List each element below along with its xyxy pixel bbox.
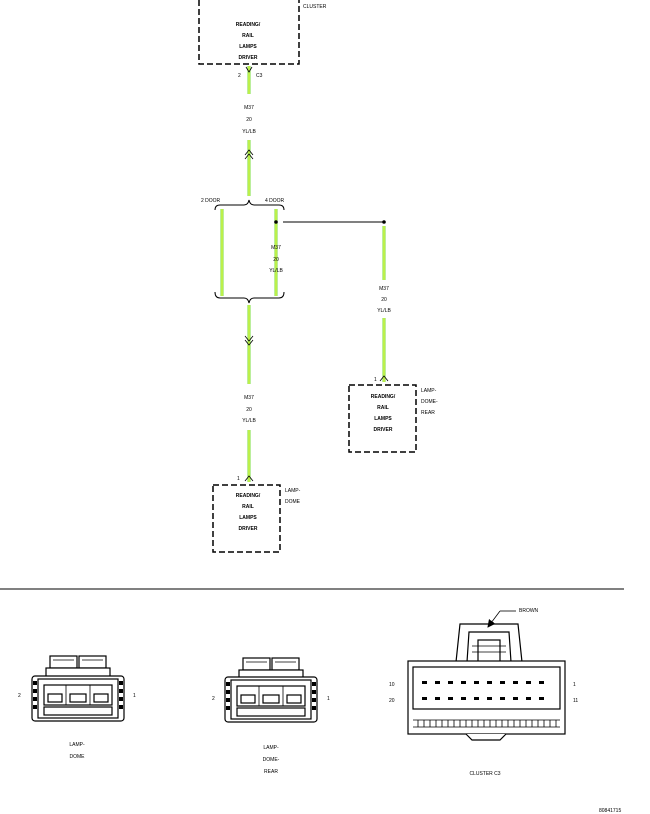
wire-to-lamp-dome-rear: M37 20 YL/LB — [377, 226, 391, 382]
lamp-dome-rear-line-4: DRIVER — [374, 427, 393, 433]
cluster-c3-pin-20: 20 — [389, 698, 395, 704]
lamp-dome-rear-line-2: RAIL — [377, 405, 389, 411]
lamp-dome-connector: 2 1 LAMP- DOME — [18, 655, 136, 760]
lamp-dome-rear-box — [348, 384, 417, 453]
lamp-dome-rear-name-2: DOME- — [421, 399, 438, 405]
lamp-dome-connector-pin-left: 2 — [18, 693, 21, 699]
cluster-c3-pin-row-top — [422, 681, 544, 684]
cluster-c3-pin-1: 1 — [573, 682, 576, 688]
lamp-dome-rear-name-1: LAMP- — [421, 388, 437, 394]
lamp-dome-rear-connector: 2 1 LAMP- DOME- REAR — [212, 657, 330, 775]
lamp-dome-line-1: READING/ — [236, 493, 261, 499]
figure-id: 80841715 — [599, 808, 621, 814]
cluster-c3-pin-11: 11 — [573, 698, 578, 704]
lamp-dome-name-1: LAMP- — [285, 488, 301, 494]
lamp-dome-line-3: LAMPS — [239, 515, 257, 521]
cluster-c3-caption: CLUSTER C3 — [469, 771, 500, 777]
lamp-dome-rear-connector-pin-right: 1 — [327, 696, 330, 702]
splice-dot-right — [382, 220, 386, 224]
cluster-c3-connector: BROWN — [389, 608, 578, 777]
cluster-module-line-3: LAMPS — [239, 44, 257, 50]
four-door-label: 4 DOOR — [265, 198, 285, 204]
terminal-chevron — [244, 475, 254, 482]
lamp-dome-rear-module: 1 READING/ RAIL LAMPS DRIVER LAMP- DOME-… — [348, 377, 438, 453]
two-door-label: 2 DOOR — [201, 198, 221, 204]
cluster-connector-id: C3 — [256, 73, 263, 79]
connector-down-chevron — [244, 335, 254, 346]
lamp-dome-pin: 1 — [237, 476, 240, 482]
lamp-dome-name-2: DOME — [285, 499, 301, 505]
cluster-module: READING/ RAIL LAMPS DRIVER CLUSTER 2 C3 — [198, 0, 327, 79]
wire-2-gauge: 20 — [273, 257, 279, 263]
wire-1-gauge: 20 — [246, 117, 252, 123]
lamp-dome-rear-connector-pin-left: 2 — [212, 696, 215, 702]
lamp-dome-rear-connector-caption-1: LAMP- — [263, 745, 279, 751]
cluster-module-name: CLUSTER — [303, 4, 327, 10]
cluster-c3-pin-10: 10 — [389, 682, 395, 688]
terminal-chevron — [379, 375, 389, 382]
wire-4-circuit: M37 — [379, 286, 389, 292]
wire-4-color: YL/LB — [377, 308, 391, 314]
option-bracket-top — [214, 199, 285, 211]
lamp-dome-box — [212, 484, 281, 553]
lamp-dome-line-4: DRIVER — [239, 526, 258, 532]
lamp-dome-rear-pin: 1 — [374, 377, 377, 383]
lamp-dome-connector-caption-1: LAMP- — [69, 742, 85, 748]
wire-3-gauge: 20 — [246, 407, 252, 413]
wire-3-color: YL/LB — [242, 418, 256, 424]
wire-1-circuit: M37 — [244, 105, 254, 111]
lamp-dome-connector-caption-2: DOME — [70, 754, 86, 760]
wire-cluster-to-splice: M37 20 YL/LB — [242, 66, 256, 196]
lamp-dome-rear-line-1: READING/ — [371, 394, 396, 400]
splice-dot-left — [274, 220, 278, 224]
lamp-dome-rear-connector-caption-3: REAR — [264, 769, 278, 775]
lamp-dome-rear-line-3: LAMPS — [374, 416, 392, 422]
lamp-dome-line-2: RAIL — [242, 504, 254, 510]
option-bracket-bottom — [214, 291, 285, 304]
cluster-module-line-4: DRIVER — [239, 55, 258, 61]
lamp-dome-rear-connector-caption-2: DOME- — [263, 757, 280, 763]
cluster-module-line-2: RAIL — [242, 33, 254, 39]
wire-splice-to-lamp-dome: M37 20 YL/LB — [242, 305, 256, 482]
wire-3-circuit: M37 — [244, 395, 254, 401]
door-option-splice: 2 DOOR 4 DOOR M37 20 YL/LB — [201, 198, 386, 304]
wire-4-gauge: 20 — [381, 297, 387, 303]
lamp-dome-connector-pin-right: 1 — [133, 693, 136, 699]
cluster-pin-number: 2 — [238, 73, 241, 79]
cluster-module-line-1: READING/ — [236, 22, 261, 28]
lamp-dome-rear-name-3: REAR — [421, 410, 435, 416]
wire-1-color: YL/LB — [242, 129, 256, 135]
terminal-chevron — [245, 66, 253, 73]
lamp-dome-module: 1 READING/ RAIL LAMPS DRIVER LAMP- DOME — [212, 476, 301, 553]
cluster-module-box — [198, 0, 300, 65]
cluster-c3-pin-row-bottom — [422, 697, 544, 700]
wire-2-circuit: M37 — [271, 245, 281, 251]
connector-up-chevron — [244, 149, 254, 160]
brown-callout-label: BROWN — [519, 608, 539, 614]
wire-2-color: YL/LB — [269, 268, 283, 274]
